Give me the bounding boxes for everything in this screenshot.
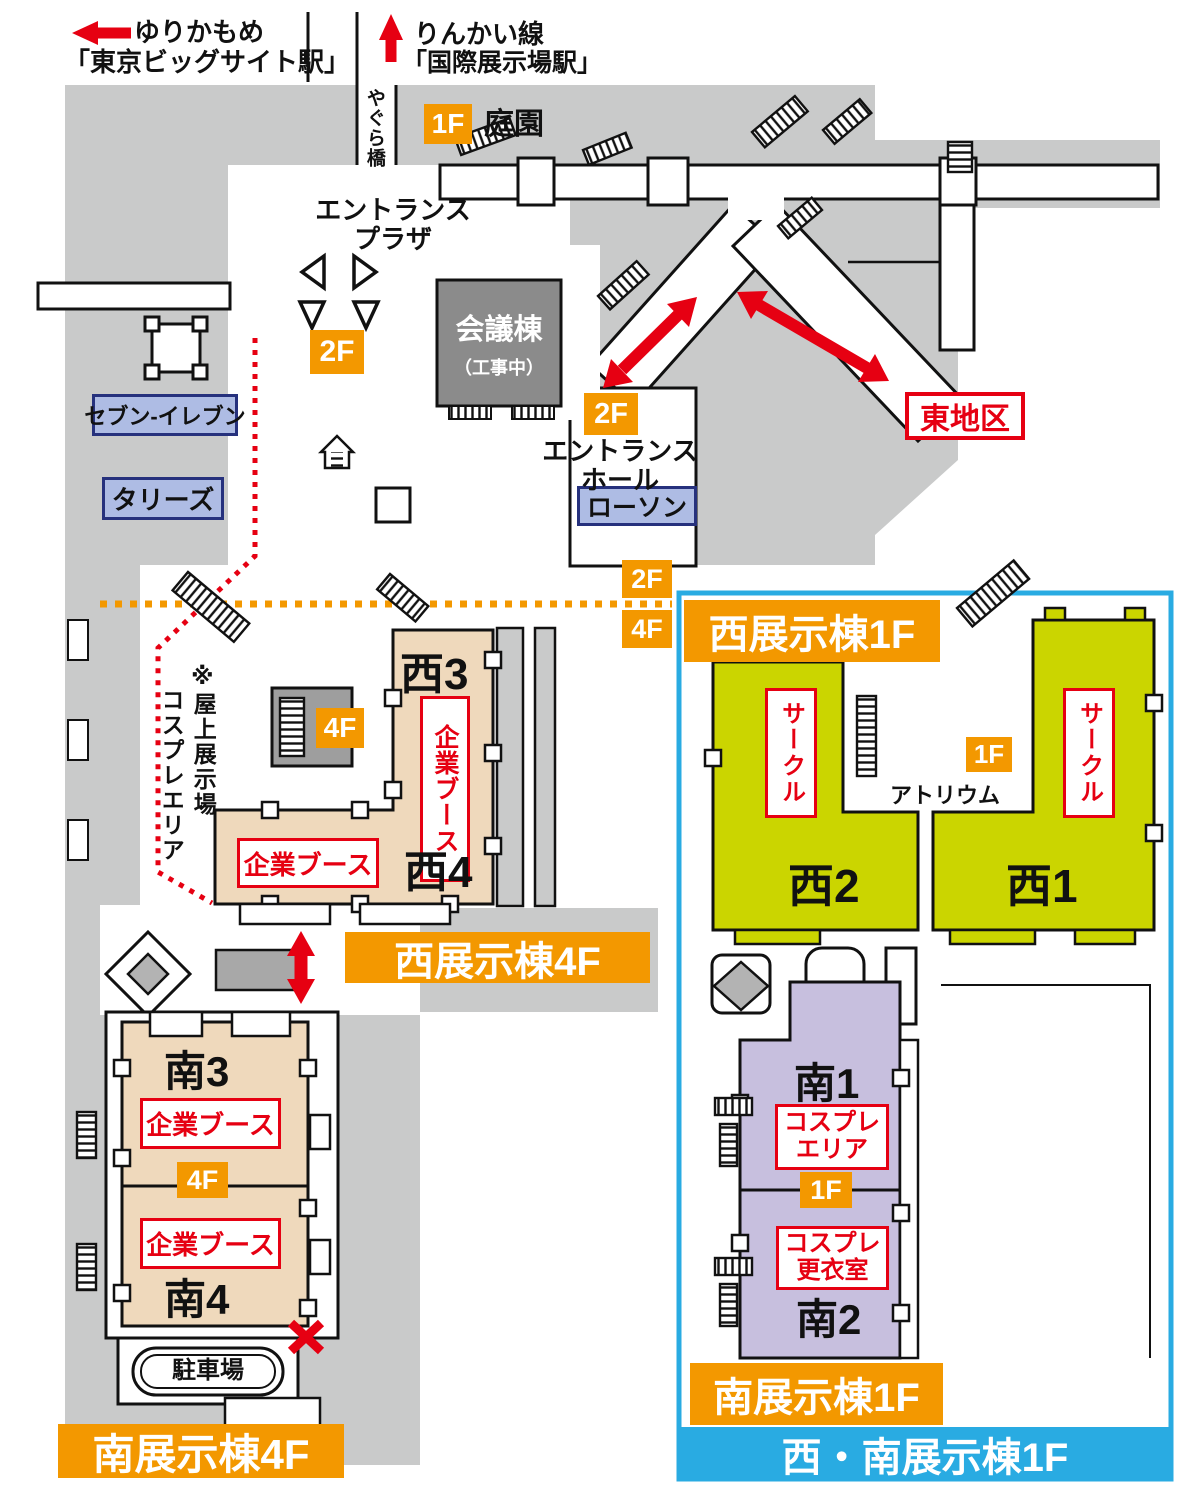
atrium-label: アトリウム xyxy=(890,783,1001,808)
south2-cosplay-room-zone: コスプレ 更衣室 xyxy=(776,1226,889,1290)
west4-corporate-booth-zone: 企業ブース xyxy=(237,838,379,888)
cosplay-area-line1: コスプレ xyxy=(784,1109,880,1137)
west3-corporate-booth-zone: 企業ブース xyxy=(420,696,470,882)
parking-label: 駐車場 xyxy=(172,1356,244,1384)
cosplay-route-dotted-line xyxy=(155,338,258,906)
rinkai-station-label: 「国際展示場駅」 xyxy=(402,49,603,77)
closed-route-x-mark xyxy=(287,1319,325,1355)
south3-corporate-booth-zone: 企業ブース xyxy=(140,1098,281,1149)
inset-west-1f-banner: 西展示棟1F xyxy=(684,600,940,662)
hall-west3-label: 西3 xyxy=(400,650,469,699)
garden-floor-badge: 1F xyxy=(424,104,472,144)
shop-tullys: タリーズ xyxy=(102,477,224,520)
cosplay-room-line1: コスプレ xyxy=(784,1230,881,1258)
hall-south4-label: 南4 xyxy=(164,1276,230,1323)
south-4f-banner: 南展示棟4F xyxy=(58,1424,344,1478)
hall-south1-label: 南1 xyxy=(794,1060,860,1107)
inset-south-1f-badge: 1F xyxy=(800,1172,852,1208)
hall-west2-label: 西2 xyxy=(788,860,860,912)
inset-south-1f-banner: 南展示棟1F xyxy=(690,1363,943,1425)
inset-west-1f-badge: 1F xyxy=(966,737,1012,772)
east-area-sign: 東地区 xyxy=(905,392,1025,440)
garden-label: 庭園 xyxy=(484,108,544,141)
entrance-hall-line1: エントランス xyxy=(542,436,698,466)
hall-west1-label: 西1 xyxy=(1006,860,1078,912)
entrance-plaza-line1: エントランス xyxy=(315,195,471,225)
yagura-bridge-label: やぐら橋 xyxy=(363,88,385,168)
shop-seven-eleven: セブン-イレブン xyxy=(84,394,246,436)
plaza-floor-badge: 2F xyxy=(310,330,364,374)
yurikamome-station-label: 「東京ビッグサイト駅」 xyxy=(64,47,351,77)
entrance-plaza-line2: プラザ xyxy=(353,223,432,254)
entrance-plaza-label: エントランス プラザ xyxy=(315,195,471,254)
stairs-icons xyxy=(170,94,974,644)
hall-south2-label: 南2 xyxy=(796,1296,862,1343)
conference-tower-label: 会議棟 （工事中） xyxy=(437,282,561,404)
conference-tower-name: 会議棟 xyxy=(455,314,543,346)
entrance-hall-line2: ホール xyxy=(580,464,659,495)
inset-footer-banner: 西・南展示棟1F xyxy=(679,1427,1171,1480)
west1-circle-zone: サークル xyxy=(1063,688,1115,818)
divider-4f-badge: 4F xyxy=(622,610,672,648)
under-construction-note: （工事中） xyxy=(454,358,544,378)
rooftop-note-line1: ※屋上展示場 xyxy=(190,664,217,817)
west2-circle-zone: サークル xyxy=(765,688,817,818)
entrance-hall-floor-badge: 2F xyxy=(584,393,638,435)
plaza-compass-ornament xyxy=(297,252,381,333)
hall-west4-label: 西4 xyxy=(404,848,473,897)
divider-2f-badge: 2F xyxy=(622,560,672,598)
hall-south3-label: 南3 xyxy=(164,1048,230,1095)
conference-tower-building xyxy=(435,278,563,420)
route-arrows xyxy=(72,14,889,1355)
cosplay-room-line2: 更衣室 xyxy=(796,1257,869,1284)
yurikamome-line-label: ゆりかもめ xyxy=(134,17,265,47)
south-4f-badge: 4F xyxy=(177,1162,228,1198)
south1-cosplay-area-zone: コスプレ エリア xyxy=(775,1104,889,1170)
entrance-hall-label: エントランス ホール xyxy=(542,436,698,495)
west-stairs-4f-badge: 4F xyxy=(316,708,364,748)
rinkai-line-label: りんかい線 xyxy=(414,19,545,49)
shop-lawson: ローソン xyxy=(577,486,697,526)
rooftop-note-line2: コスプレエリア xyxy=(158,688,185,863)
cosplay-area-line2: エリア xyxy=(796,1136,868,1163)
south4-corporate-booth-zone: 企業ブース xyxy=(140,1218,281,1269)
west-4f-banner: 西展示棟4F xyxy=(345,932,650,984)
